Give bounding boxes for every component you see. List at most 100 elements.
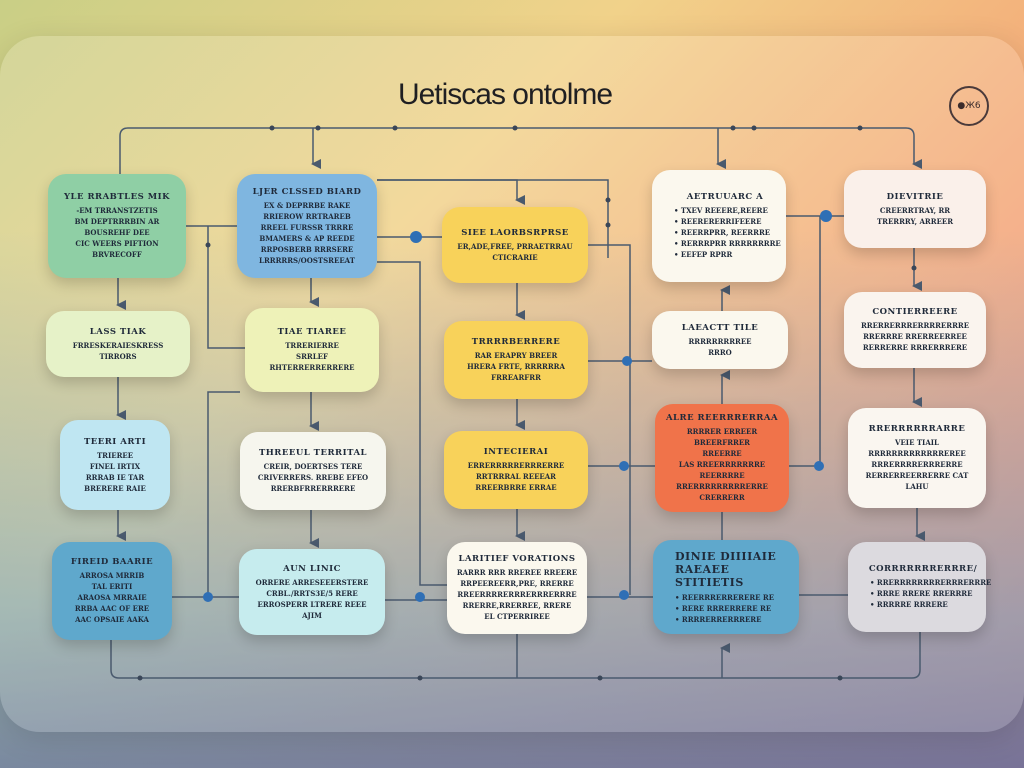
node-title: AETRUUARC A <box>686 192 764 202</box>
node-title: LASS TIAK <box>89 326 147 337</box>
node-text-line: RRRERRRRERRRERRE <box>871 460 963 469</box>
node-text-line: EEFEP RPRR <box>674 249 732 260</box>
node-text-line: RRRRERRERRRERE <box>675 614 762 625</box>
node-text-line: RRPEEREERR,PRE, RRERRE <box>460 579 574 588</box>
node-text-line: TRERRRY, ARREER <box>876 216 954 226</box>
node-title: INTECIERAI <box>483 447 549 457</box>
node-text-line: REERRRERRERERE RE <box>675 592 774 603</box>
node-text-line: TAL ERITI <box>91 582 133 591</box>
node-text-line: RAR ERAPRY BREER <box>474 351 558 360</box>
node-title: FIREID BAARIE <box>70 557 154 567</box>
node-text-line: RRRRER ERREER <box>686 427 758 436</box>
node-text-line: CRBL./RRTS3E/5 RERE <box>266 588 358 598</box>
diagram-node-10[interactable]: TRRRRBERRERE RAR ERAPRY BREER HRERA FRTE, … <box>444 321 588 399</box>
node-text-line: RRERRE,RRERREE, RRERE <box>462 601 572 610</box>
node-text-line: RRERBFRRERRRERE <box>270 484 356 493</box>
node-text-line: RRRRRE RRRERE <box>870 599 948 610</box>
node-text-line: EX & DEPRRBE RAKE <box>263 200 351 210</box>
node-text-line: HRERA FRTE, RRRRRRA <box>467 362 565 371</box>
diagram-node-7[interactable]: THREEUL TERRITAL CREIR, DOERTSES TERE CRIV… <box>240 432 386 510</box>
node-text-line: RERRERRE RRRERRRERE <box>862 343 968 352</box>
node-text-line: RRBA AAC OF ERE <box>74 604 150 613</box>
node-text-line: ORRERE ARRESEEERSTERE <box>255 577 369 587</box>
node-title: LJER CLSSED BIARD <box>252 186 362 197</box>
diagram-node-16[interactable]: DINIE DIIIIAIE RAEAEE STITIETIS REERRRERR… <box>653 540 799 634</box>
badge-icon[interactable]: ●Ж6 <box>949 86 989 126</box>
node-text-line: RRRRRRRRRRRRREREE <box>868 449 966 458</box>
node-text-line: RRRE RRERE RRERRRE <box>870 588 973 599</box>
diagram-node-1[interactable]: YLE RRABTLES MIK -EM TRRANSTZETIS BM DEPTR… <box>48 174 186 278</box>
node-text-line: LAHU <box>905 482 929 491</box>
diagram-node-20[interactable]: CORRRRRRRERRRE/RRERRRRRRRRERRRERRRERRRE … <box>848 542 991 632</box>
node-text-line: SRRLEF <box>296 352 328 361</box>
node-text-line: RRRO <box>708 347 732 357</box>
node-text-line: CRIVERRERS. RREBE EFEO <box>257 473 369 482</box>
node-text-line: RRTRRRAL REEEAR <box>475 472 557 481</box>
node-text-line: RARRR RRR RREREE RREERE <box>456 568 578 577</box>
diagram-node-11[interactable]: INTECIERAI ERRERRRRRERRRERRE RRTRRRAL REEE… <box>444 431 588 509</box>
node-title: TIAE TIAREE <box>277 327 347 337</box>
node-title: TEERI ARTI <box>83 436 147 447</box>
node-text-line: CREIR, DOERTSES TERE <box>263 462 363 471</box>
diagram-node-13[interactable]: AETRUUARC A TXEV REEERE,REEREREERERERRIFE… <box>652 170 786 282</box>
node-text-line: FINEL IRTIX <box>89 461 141 471</box>
node-text-line: -EM TRRANSTZETIS <box>76 206 158 215</box>
node-text-line: TRRERIERRE <box>285 341 339 350</box>
node-text-line: CTICRARIE <box>492 252 538 262</box>
node-title: LARITIEF VORATIONS <box>458 554 576 564</box>
node-title: DINIE DIIIIAIE RAEAEE STITIETIS <box>675 549 777 589</box>
node-text-line: EL CTPERRIREE <box>484 612 550 621</box>
node-text-line: CREERRTRAY, RR <box>879 205 951 215</box>
node-text-line: LRRRRRS/OOSTSREEAT <box>259 255 355 265</box>
node-text-line: BRVRECOFF <box>92 250 142 259</box>
node-text-line: BM DEPTRRRBIN AR <box>74 217 160 226</box>
node-text-line: RRERRRRRRRRRERRE <box>676 482 768 491</box>
node-text-line: RRIEROW RRTRAREB <box>263 211 351 221</box>
diagram-node-4[interactable]: FIREID BAARIE ARROSA MRRIB TAL ERITI ARAOSA… <box>52 542 172 640</box>
node-text-line: CIC WEERS PIFTION <box>75 239 159 248</box>
node-text-line: ARROSA MRRIB <box>79 571 145 580</box>
diagram-node-12[interactable]: LARITIEF VORATIONS RARRR RRR RREREE RREER… <box>447 542 587 634</box>
diagram-node-18[interactable]: CONTIERREERE RRERRERRRERRRRERRRE RRERRRE R… <box>844 292 986 368</box>
diagram-node-6[interactable]: TIAE TIAREE TRRERIERRE SRRLEF RHTERRERRERRE… <box>245 308 379 392</box>
node-title: YLE RRABTLES MIK <box>63 192 171 202</box>
node-text-line: RREERBRRE ERRAE <box>475 483 557 492</box>
node-text-line: ERROSPERR LTRERE REEE <box>257 599 367 609</box>
node-text-line: RRERRERRRERRRRERRRE <box>860 321 970 330</box>
node-text-line: REERRRRE <box>699 471 745 480</box>
node-title: CORRRRRRRERRRE/ <box>868 564 978 574</box>
top-bus <box>119 127 922 174</box>
node-text-line: RRRAB IE TAR <box>85 472 145 482</box>
node-title: TRRRRBERRERE <box>471 337 561 347</box>
node-title: CONTIERREERE <box>872 307 958 317</box>
node-text-line: RRERRRRRRRRERRRERRRE <box>870 577 991 588</box>
node-text-line: VEIE TIAIL <box>895 438 939 447</box>
node-text-line: ARAOSA MRRAIE <box>77 593 147 602</box>
node-title: LAEACTT TILE <box>681 322 759 333</box>
node-text-line: RREERRE <box>702 449 742 458</box>
node-text-line: FRRESKERAIESKRESS <box>72 340 164 350</box>
node-text-line: REERERERRIFEERE <box>674 216 762 227</box>
node-text-line: AAC OPSAIE AAKA <box>75 615 149 624</box>
node-title: THREEUL TERRITAL <box>258 448 368 458</box>
node-text-line: FRREARFRR <box>491 373 541 382</box>
node-text-line: RRERRRE RRERREERREE <box>863 332 967 341</box>
node-text-line: CRERRERR <box>699 493 745 502</box>
node-text-line: ERRERRRRRERRRERRE <box>467 461 565 470</box>
bus-col3 <box>377 179 525 205</box>
node-title: DIEVITRIE <box>886 191 944 202</box>
node-text-line: RREEL FURSSR TRRRE <box>260 222 354 232</box>
node-text-line: TIRRORS <box>99 351 137 361</box>
node-text-line: RHTERRERRERRERE <box>269 363 355 372</box>
node-text-line: TXEV REEERE,REERE <box>674 205 768 216</box>
